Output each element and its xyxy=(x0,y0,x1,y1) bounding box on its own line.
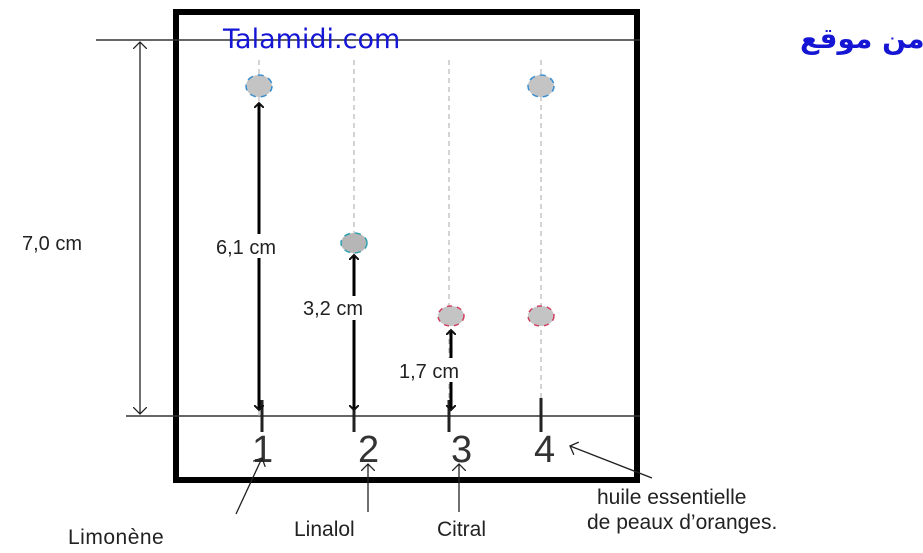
label-citral: Citral xyxy=(437,518,486,541)
spot-orange-oil-high xyxy=(527,74,555,98)
distance-label-2: 3,2 cm xyxy=(303,298,363,320)
label-linalol: Linalol xyxy=(294,518,355,541)
distance-label-1: 6,1 cm xyxy=(216,237,276,259)
lane-number-2: 2 xyxy=(358,429,379,471)
lane-number-1: 1 xyxy=(252,429,273,471)
spot-orange-oil-low xyxy=(527,305,555,327)
label-orange-oil-line1: huile essentielle xyxy=(597,486,746,509)
distance-label-3: 1,7 cm xyxy=(399,361,459,383)
spot-citral xyxy=(437,305,465,327)
lane-number-3: 3 xyxy=(451,429,472,471)
pointer-arrow-4 xyxy=(570,446,653,479)
tlc-plate xyxy=(173,9,640,483)
watermark-arabic: تم تحميل هذا الملف من موقع xyxy=(800,22,923,55)
watermark-site: Talamidi.com xyxy=(222,24,400,55)
total-distance-label: 7,0 cm xyxy=(22,233,82,255)
label-limonene: Limonène xyxy=(68,526,164,549)
lane-number-4: 4 xyxy=(534,429,555,471)
label-orange-oil-line2: de peaux d’oranges. xyxy=(587,511,777,534)
spot-limonene xyxy=(245,74,273,98)
spot-linalol xyxy=(340,232,368,254)
pointer-arrow-1 xyxy=(235,458,262,515)
